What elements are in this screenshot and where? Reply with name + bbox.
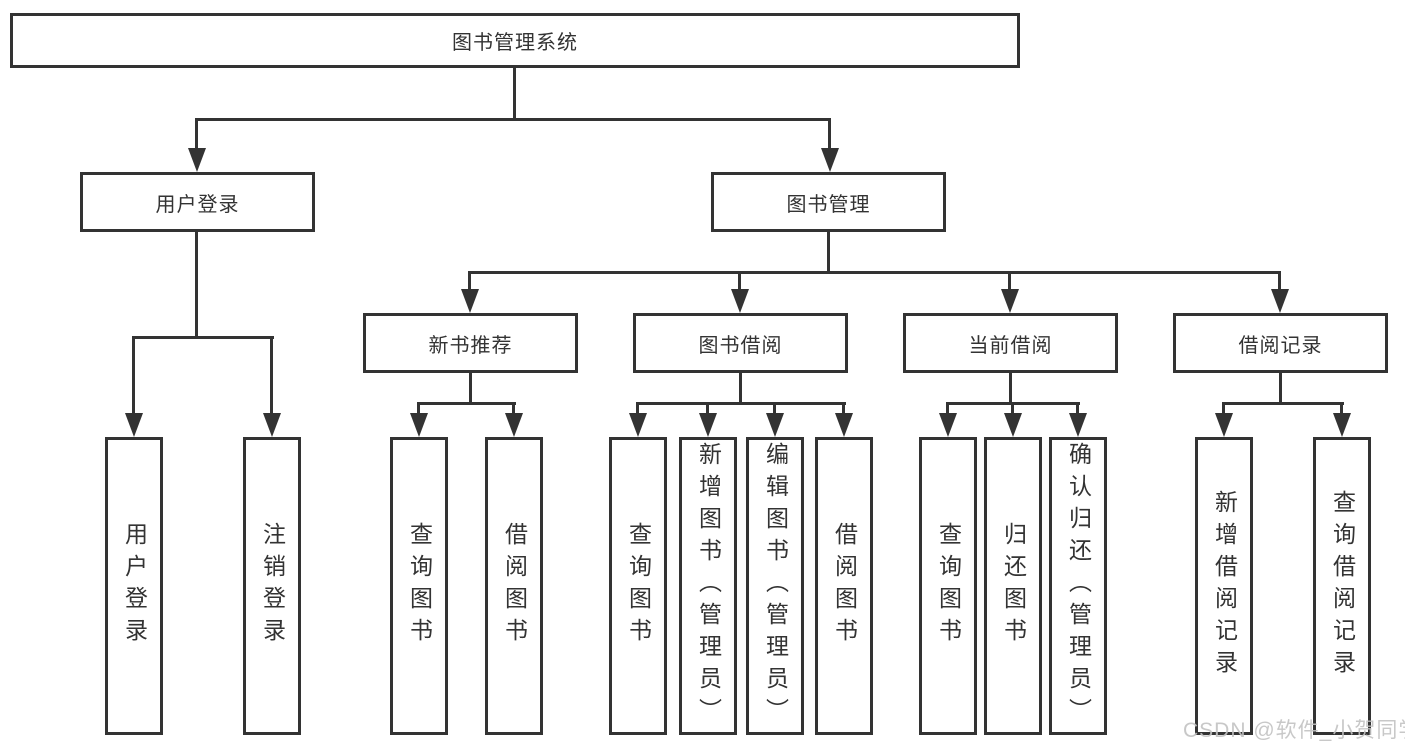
leaf-add-books-admin: 新增图书（管理员） <box>679 437 737 735</box>
leaf-query-books-borrowing: 查询图书 <box>609 437 667 735</box>
connector-line <box>468 271 471 291</box>
connector-line <box>1278 271 1281 291</box>
connector-line <box>132 336 135 416</box>
connector-line <box>739 373 742 404</box>
arrowhead-icon <box>1215 413 1233 437</box>
connector-line <box>469 373 472 404</box>
arrowhead-icon <box>410 413 428 437</box>
connector-line <box>513 68 516 118</box>
connector-line <box>738 271 741 291</box>
arrowhead-icon <box>699 413 717 437</box>
node-borrowing-records: 借阅记录 <box>1173 313 1388 373</box>
node-book-management: 图书管理 <box>711 172 946 232</box>
leaf-query-books-recommend: 查询图书 <box>390 437 448 735</box>
connector-line <box>1008 271 1011 291</box>
arrowhead-icon <box>1271 289 1289 313</box>
arrowhead-icon <box>821 148 839 172</box>
arrowhead-icon <box>505 413 523 437</box>
connector-line <box>706 402 709 414</box>
leaf-query-borrow-record: 查询借阅记录 <box>1313 437 1371 735</box>
leaf-edit-books-admin: 编辑图书（管理员） <box>746 437 804 735</box>
connector-line <box>1222 402 1225 414</box>
connector-line <box>1009 373 1012 404</box>
arrowhead-icon <box>125 413 143 437</box>
node-current-borrowing: 当前借阅 <box>903 313 1118 373</box>
connector-line <box>1222 402 1344 405</box>
arrowhead-icon <box>835 413 853 437</box>
arrowhead-icon <box>939 413 957 437</box>
node-new-book-recommendation: 新书推荐 <box>363 313 578 373</box>
leaf-query-books-current: 查询图书 <box>919 437 977 735</box>
connector-line <box>842 402 845 414</box>
arrowhead-icon <box>1001 289 1019 313</box>
connector-line <box>1076 402 1079 414</box>
connector-line <box>417 402 420 414</box>
arrowhead-icon <box>629 413 647 437</box>
connector-line <box>946 402 949 414</box>
connector-line <box>195 118 198 150</box>
arrowhead-icon <box>1004 413 1022 437</box>
csdn-watermark: CSDN @软件_小贺同学 <box>1183 719 1405 742</box>
connector-line <box>828 118 831 150</box>
arrowhead-icon <box>188 148 206 172</box>
arrowhead-icon <box>1069 413 1087 437</box>
connector-line <box>636 402 639 414</box>
connector-line <box>827 232 830 274</box>
connector-line <box>468 271 1281 274</box>
leaf-logout: 注销登录 <box>243 437 301 735</box>
leaf-borrow-books-recommend: 借阅图书 <box>485 437 543 735</box>
connector-line <box>1279 373 1282 404</box>
connector-line <box>132 336 274 339</box>
leaf-user-login: 用户登录 <box>105 437 163 735</box>
arrowhead-icon <box>1333 413 1351 437</box>
arrowhead-icon <box>731 289 749 313</box>
connector-line <box>1011 402 1014 414</box>
connector-line <box>417 402 516 405</box>
connector-line <box>636 402 846 405</box>
arrowhead-icon <box>461 289 479 313</box>
connector-line <box>1340 402 1343 414</box>
leaf-confirm-return-admin: 确认归还（管理员） <box>1049 437 1107 735</box>
leaf-borrow-books-borrowing: 借阅图书 <box>815 437 873 735</box>
arrowhead-icon <box>766 413 784 437</box>
arrowhead-icon <box>263 413 281 437</box>
node-book-borrowing: 图书借阅 <box>633 313 848 373</box>
connector-line <box>773 402 776 414</box>
leaf-return-books: 归还图书 <box>984 437 1042 735</box>
node-user-login: 用户登录 <box>80 172 315 232</box>
node-book-management-system: 图书管理系统 <box>10 13 1020 68</box>
connector-line <box>195 232 198 336</box>
connector-line <box>195 118 831 121</box>
leaf-add-borrow-record: 新增借阅记录 <box>1195 437 1253 735</box>
connector-line <box>270 336 273 416</box>
connector-line <box>512 402 515 414</box>
